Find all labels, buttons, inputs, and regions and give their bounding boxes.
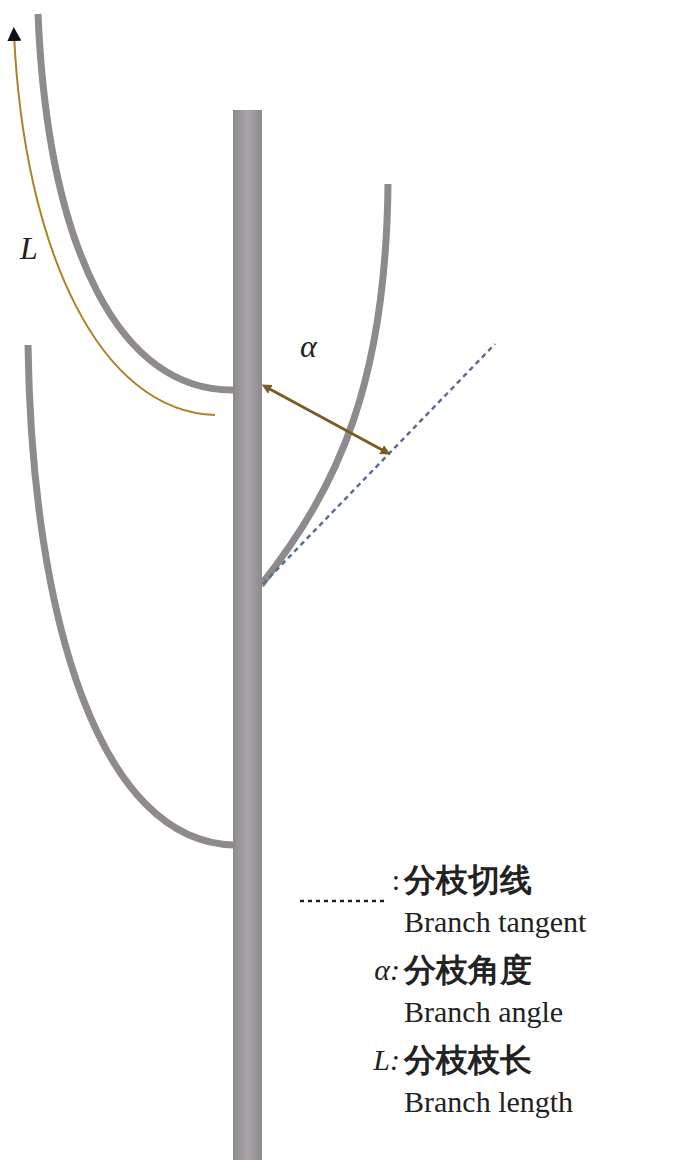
legend-colon: : — [300, 858, 400, 902]
legend-text: 分枝枝长 Branch length — [404, 1038, 696, 1122]
length-arc — [14, 34, 215, 415]
legend-text: 分枝切线 Branch tangent — [404, 858, 696, 942]
angle-legend-symbol: α: — [300, 948, 400, 992]
legend-dotted-sample — [300, 900, 385, 903]
length-symbol: L — [20, 232, 38, 264]
upper-left-branch — [38, 14, 234, 390]
length-legend-symbol: L: — [300, 1038, 400, 1082]
lower-left-branch — [28, 345, 234, 845]
right-branch — [261, 184, 388, 585]
trunk — [233, 110, 262, 1160]
angle-arrow — [266, 387, 386, 452]
angle-symbol: α — [300, 330, 317, 362]
branch-tangent — [263, 344, 495, 584]
legend-text: 分枝角度 Branch angle — [404, 948, 696, 1032]
